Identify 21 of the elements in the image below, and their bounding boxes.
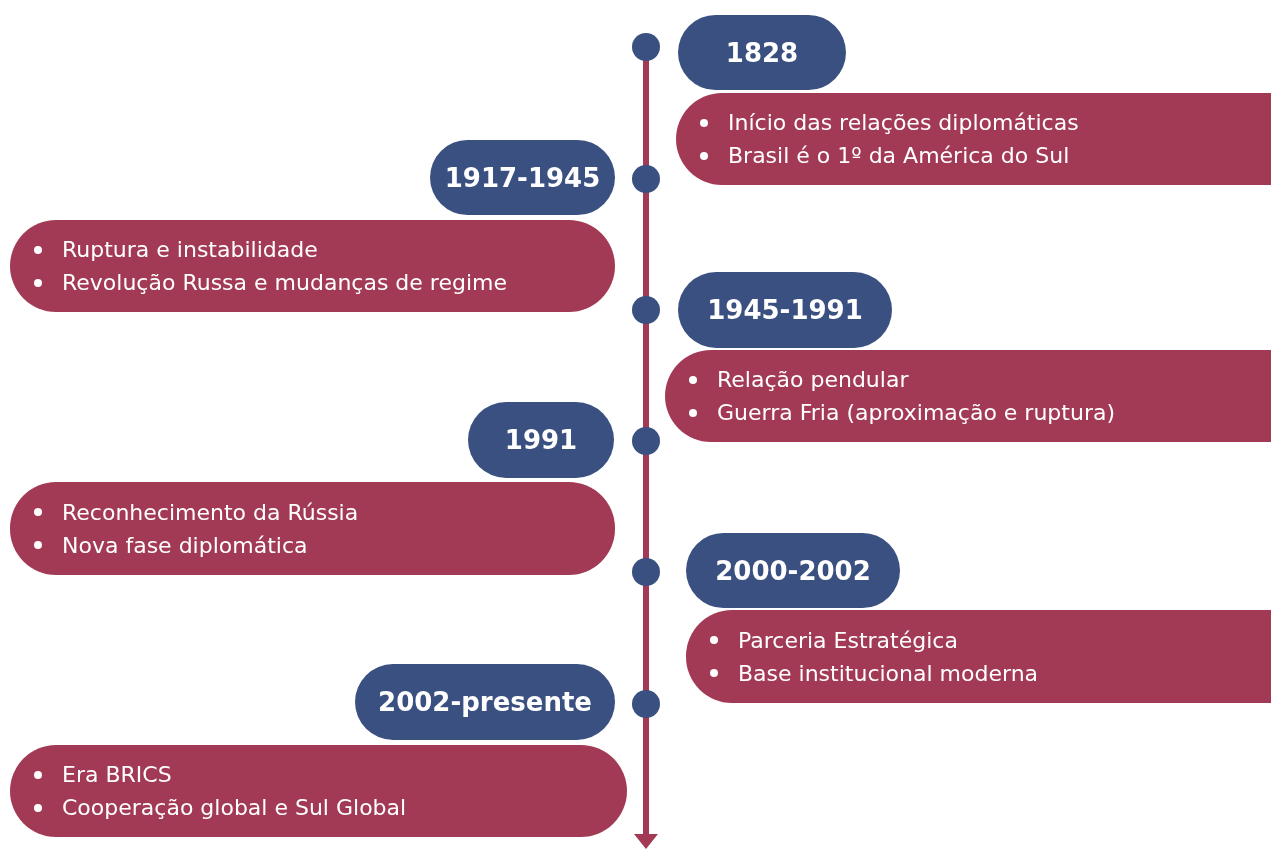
event-text: Guerra Fria (aproximação e ruptura) xyxy=(717,400,1115,425)
event-text: Parceria Estratégica xyxy=(738,627,958,653)
event-text: Era BRICS xyxy=(62,762,172,787)
year-label: 2000-2002 xyxy=(686,533,900,608)
event-text: Início das relações diplomáticas xyxy=(728,110,1079,135)
event-text: Cooperação global e Sul Global xyxy=(62,795,407,820)
event-text: Revolução Russa e mudanças de regime xyxy=(62,270,507,295)
year-label: 2002-presente xyxy=(355,664,615,740)
event-card xyxy=(686,610,1271,703)
event-text: Brasil é o 1º da América do Sul xyxy=(728,143,1070,168)
year-label: 1828 xyxy=(678,15,846,90)
event-text: Ruptura e instabilidade xyxy=(62,237,318,262)
year-label: 1991 xyxy=(468,402,614,478)
event-text: Nova fase diplomática xyxy=(62,532,308,558)
event-text: Reconhecimento da Rússia xyxy=(62,499,359,525)
year-label: 1917-1945 xyxy=(430,140,615,215)
event-text: Base institucional moderna xyxy=(738,660,1039,686)
year-label: 1945-1991 xyxy=(678,272,892,348)
event-card xyxy=(665,350,1271,442)
event-text: Relação pendular xyxy=(717,367,909,392)
event-card xyxy=(676,93,1271,185)
